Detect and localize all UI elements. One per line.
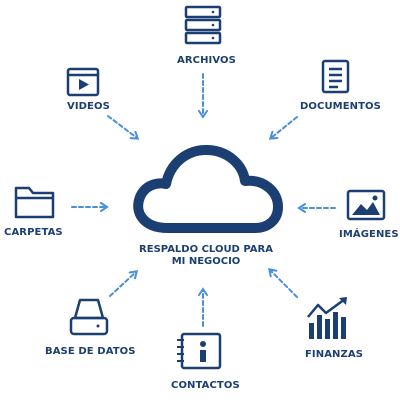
arrow-documentos [268, 116, 298, 140]
play-video-icon [66, 67, 100, 97]
label-base-datos: BASE DE DATOS [45, 346, 136, 357]
label-archivos: ARCHIVOS [177, 55, 236, 66]
folder-icon [14, 186, 55, 219]
document-icon [321, 59, 350, 94]
label-contactos: CONTACTOS [171, 380, 240, 391]
finance-chart-icon [307, 297, 347, 339]
center-label: RESPALDO CLOUD PARA MI NEGOCIO [126, 244, 286, 268]
arrow-base-datos [109, 270, 139, 297]
cloud-icon [133, 145, 283, 233]
label-imagenes: IMÁGENES [339, 229, 399, 240]
label-carpetas: CARPETAS [4, 227, 63, 238]
image-icon [346, 189, 386, 221]
center-label-line2: MI NEGOCIO [171, 256, 241, 267]
arrow-finanzas [268, 268, 298, 298]
label-documentos: DOCUMENTOS [300, 101, 381, 112]
contact-book-icon [177, 332, 222, 370]
hard-drive-icon [69, 298, 109, 336]
label-videos: VIDEOS [67, 101, 110, 112]
label-finanzas: FINANZAS [305, 349, 364, 360]
arrow-videos [107, 115, 140, 140]
server-rack-icon [184, 5, 222, 45]
center-label-line1: RESPALDO CLOUD PARA [139, 244, 273, 255]
